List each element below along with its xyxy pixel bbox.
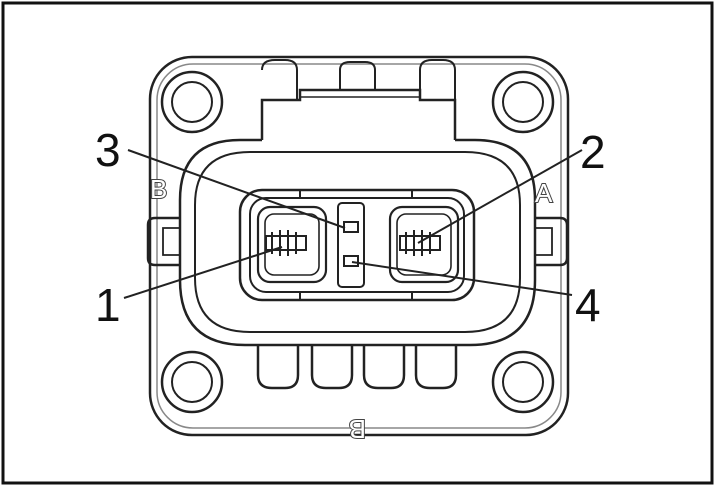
flange — [148, 55, 570, 437]
center-divider — [337, 202, 365, 288]
mounting-hole-top-left — [160, 70, 224, 134]
leader-line-2 — [417, 149, 583, 244]
right-cavity — [388, 205, 460, 284]
housing-shroud — [178, 138, 537, 347]
pin-label-1: 1 — [95, 279, 121, 331]
mounting-hole-bottom-right — [491, 350, 555, 414]
leader-lines — [123, 149, 583, 299]
pin-label-2: 2 — [580, 126, 606, 178]
mounting-hole-bottom-left — [160, 350, 224, 414]
side-label-right: A — [535, 178, 553, 208]
side-label-left: B — [150, 174, 167, 204]
side-latch-left — [146, 216, 180, 267]
leader-line-4 — [351, 261, 573, 296]
mounting-hole-top-right — [491, 70, 555, 134]
pin-label-3: 3 — [95, 124, 121, 176]
top-latch — [260, 59, 457, 140]
pin-terminal-left — [265, 230, 307, 256]
side-latch-right — [535, 216, 569, 267]
terminal-block — [238, 188, 476, 302]
side-label-bottom: B — [349, 414, 366, 444]
pin-label-4: 4 — [575, 279, 601, 331]
bottom-latches — [256, 345, 458, 390]
leader-line-1 — [123, 246, 283, 299]
leader-line-3 — [127, 149, 346, 229]
